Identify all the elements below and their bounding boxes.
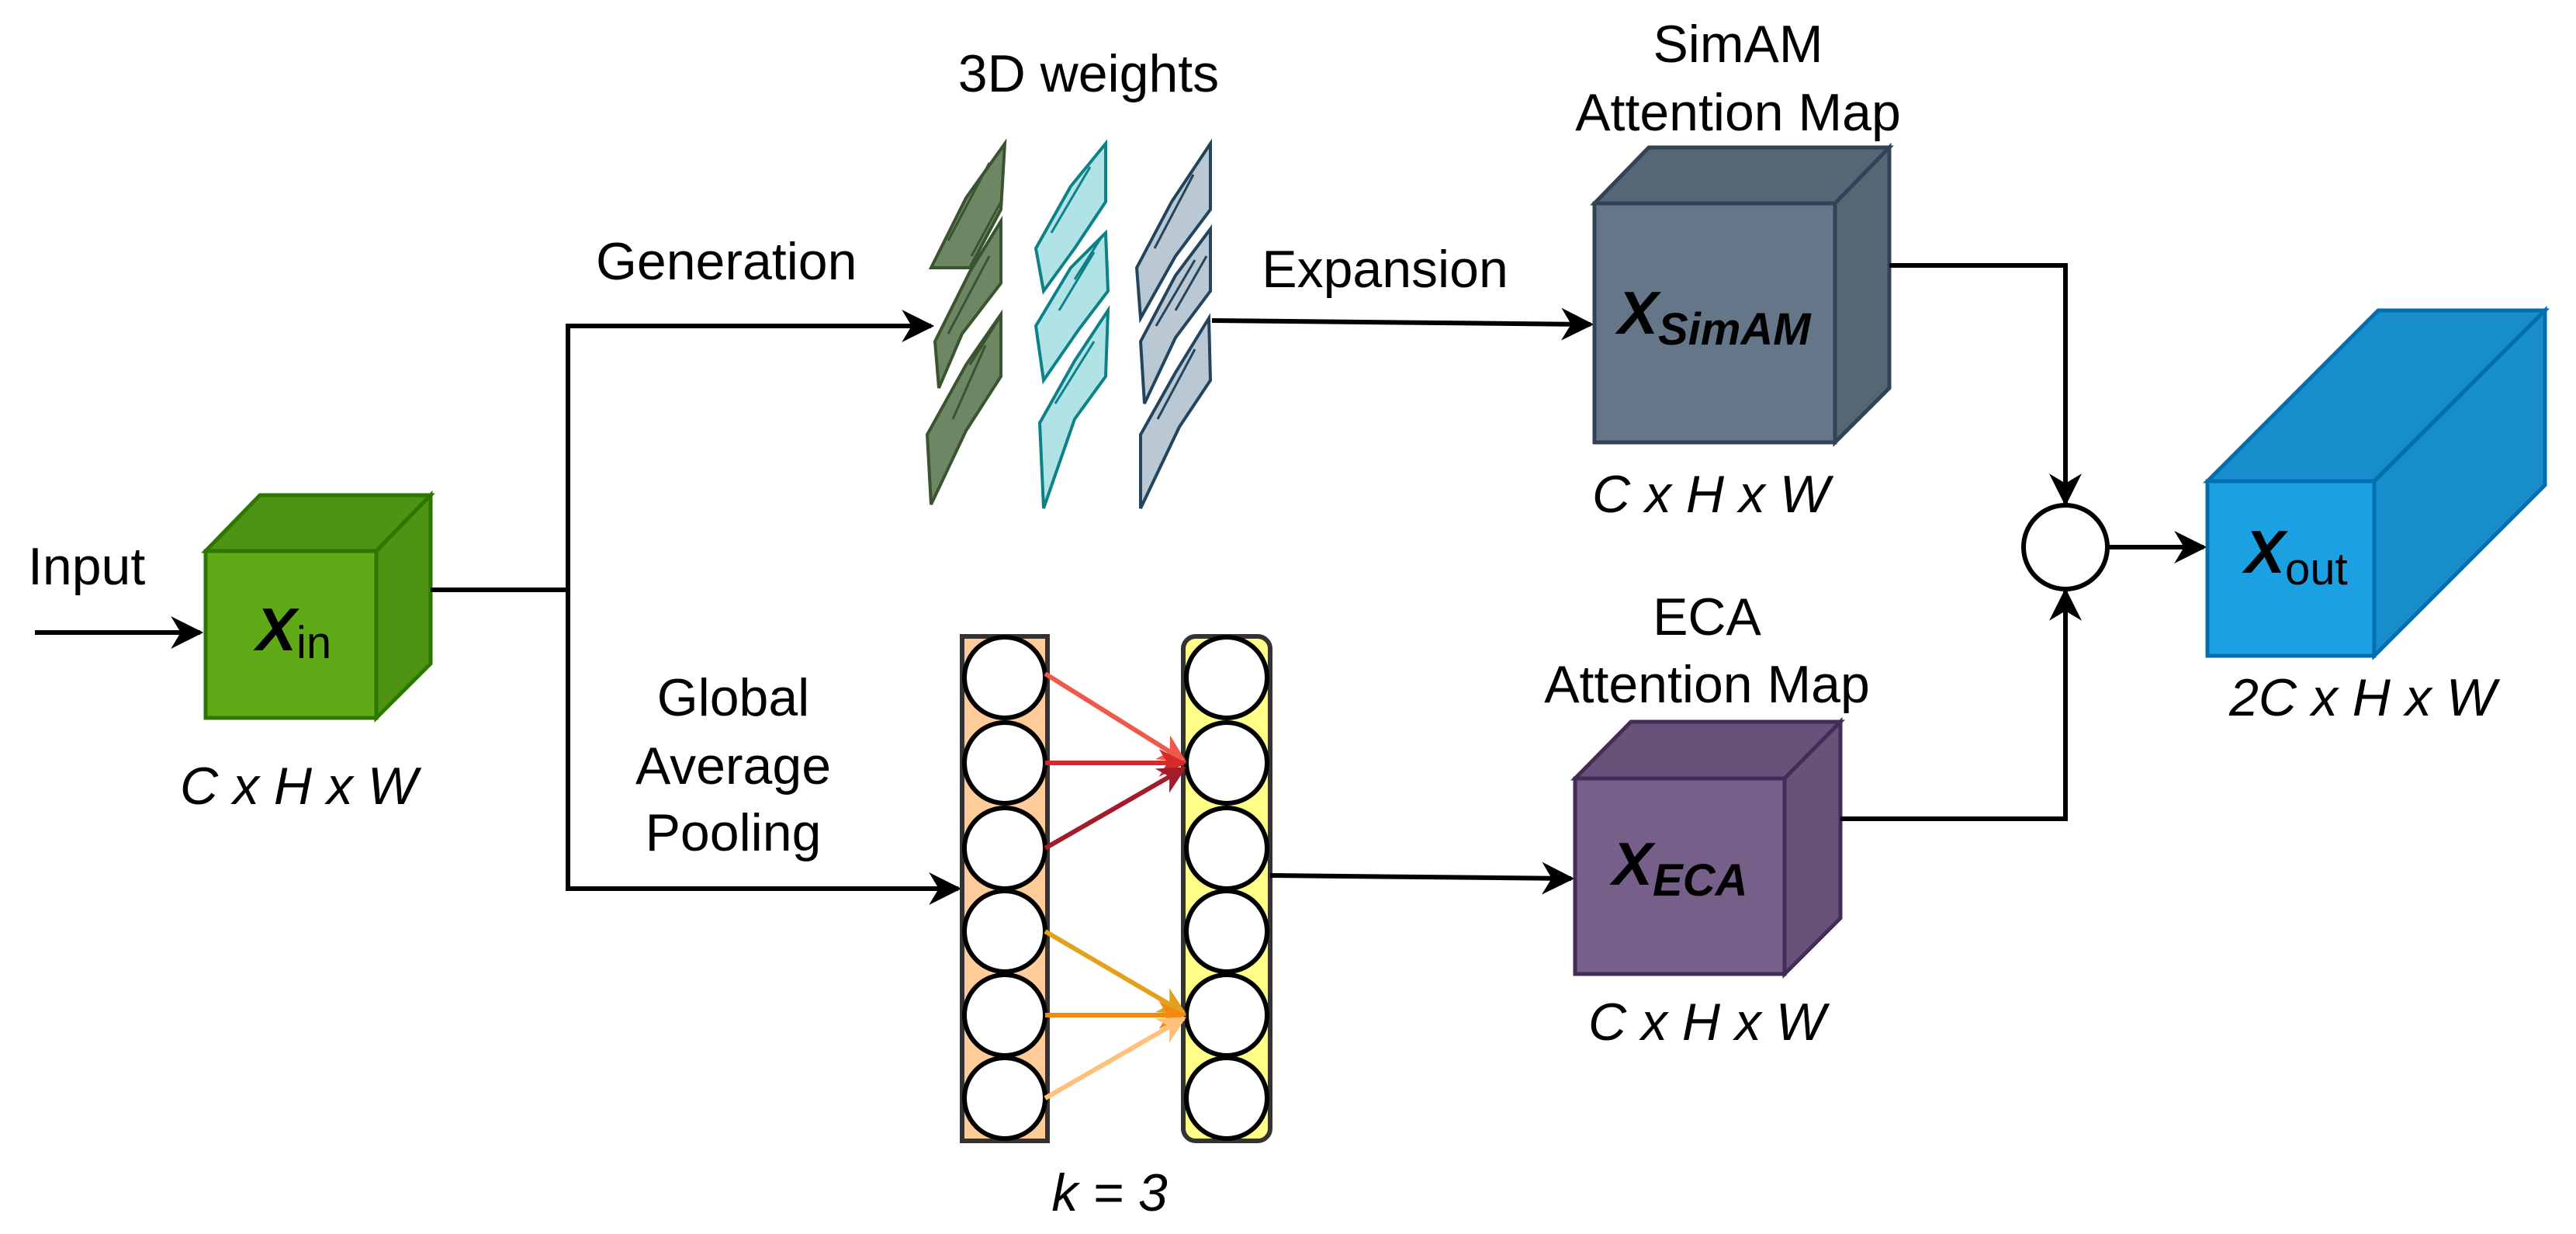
bottom-branch-arrow bbox=[566, 590, 962, 905]
gap-label-line3: Pooling bbox=[646, 803, 822, 862]
simam-title-line2: Attention Map bbox=[1575, 83, 1901, 142]
generation-label: Generation bbox=[596, 232, 857, 291]
eca-to-fusion-arrow bbox=[1840, 588, 2082, 821]
eca-title-line2: Attention Map bbox=[1544, 655, 1870, 714]
expansion-arrow bbox=[1211, 307, 1594, 341]
eca-title-line1: ECA bbox=[1653, 588, 1761, 646]
xin-dims: C x H x W bbox=[180, 757, 422, 816]
eca-symbol: XECA bbox=[1609, 830, 1748, 906]
eca-dims: C x H x W bbox=[1588, 993, 1830, 1052]
simam-to-fusion-arrow bbox=[1889, 263, 2082, 507]
gap-label-line2: Average bbox=[635, 737, 831, 796]
eca-to-map-arrow bbox=[1269, 861, 1575, 895]
weights-label: 3D weights bbox=[958, 44, 1219, 103]
kernel-label: k = 3 bbox=[1051, 1163, 1167, 1222]
weights-green bbox=[925, 138, 1007, 505]
eca-right-column bbox=[1181, 634, 1272, 1143]
fusion-node bbox=[2021, 503, 2110, 591]
simam-title-line1: SimAM bbox=[1653, 15, 1823, 74]
weights-blue bbox=[1134, 138, 1213, 509]
gap-label-line1: Global bbox=[657, 668, 810, 727]
eca-cube: XECA bbox=[1570, 716, 1845, 979]
simam-symbol: XSimAM bbox=[1615, 279, 1812, 355]
top-branch-arrow bbox=[566, 310, 935, 590]
xin-cube-front bbox=[203, 549, 379, 720]
xout-block: Xout bbox=[2202, 305, 2550, 661]
expansion-label: Expansion bbox=[1262, 240, 1508, 299]
input-label: Input bbox=[28, 537, 145, 596]
simam-dims: C x H x W bbox=[1592, 465, 1834, 524]
xin-symbol: Xin bbox=[253, 595, 331, 668]
simam-cube: XSimAM bbox=[1590, 142, 1894, 448]
xout-symbol: Xout bbox=[2242, 518, 2348, 594]
eca-conv-arrows bbox=[1044, 671, 1187, 1101]
xout-dims: 2C x H x W bbox=[2228, 668, 2501, 727]
xin-cube: Xin bbox=[201, 490, 435, 723]
eca-left-column bbox=[960, 634, 1050, 1143]
weights-cyan bbox=[1034, 139, 1110, 509]
